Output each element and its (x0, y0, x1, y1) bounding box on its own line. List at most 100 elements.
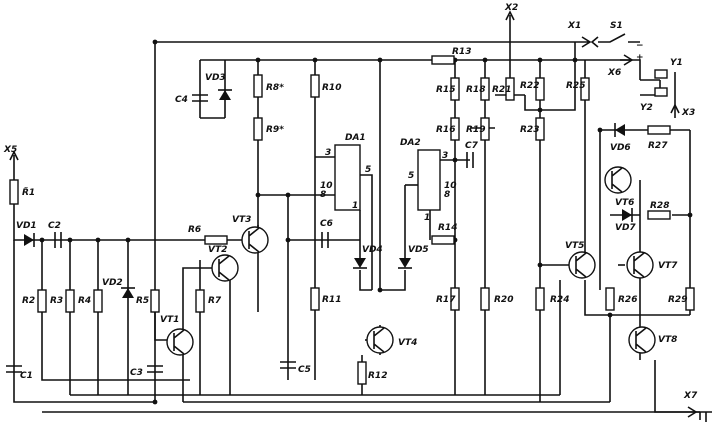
diode-vd3 (218, 89, 232, 100)
label-c1: C1 (20, 371, 33, 381)
label-r8: R8* (266, 83, 284, 93)
label-r6: R6 (188, 225, 201, 235)
resistor-r6 (204, 235, 228, 245)
label-vd6: VD6 (610, 143, 631, 153)
resistor-r5 (150, 289, 160, 313)
component-labels: X5 R̃1 VD1 C2 C1 R2 R3 R4 VD2 R5 VT1 C3 … (3, 3, 698, 401)
label-r5: R5 (136, 296, 149, 306)
resistor-r23 (535, 117, 545, 141)
label-s1: S1 (610, 21, 623, 31)
label-r14: R14 (438, 223, 457, 233)
resistor-r25 (580, 77, 590, 101)
label-r4: R4 (78, 296, 91, 306)
resistor-r3 (65, 289, 75, 313)
label-r15: R15 (436, 85, 455, 95)
label-r19: R19 (466, 125, 485, 135)
resistor-r24 (535, 287, 545, 311)
pin-da2-10: 10 (444, 181, 457, 191)
label-x2: X2 (504, 3, 518, 13)
resistor-r22 (535, 77, 545, 101)
label-da2: DA2 (400, 138, 421, 148)
capacitor-c2 (54, 232, 62, 248)
resistor-r7 (195, 289, 205, 313)
label-r12: R12 (368, 371, 387, 381)
label-x7: X7 (683, 391, 698, 401)
label-r28: R28 (650, 201, 669, 211)
resistor-r26 (605, 287, 615, 311)
resistor-r17 (450, 287, 460, 311)
transistor-vt4 (366, 326, 394, 354)
transistor-vt8 (628, 326, 656, 354)
pin-da2-1: 1 (424, 213, 430, 223)
connector-x7 (687, 406, 712, 422)
label-r21: R21 (492, 85, 511, 95)
pin-da1-10: 10 (320, 181, 333, 191)
transistor-vt6 (604, 166, 632, 194)
diodes (24, 89, 633, 298)
label-vt6: VT6 (615, 198, 634, 208)
pin-da2-5: 5 (408, 171, 414, 181)
connector-x3 (670, 103, 680, 118)
resistor-r28 (647, 210, 671, 220)
label-plus: + (636, 53, 644, 63)
capacitor-c7 (466, 152, 474, 168)
resistor-r4 (93, 289, 103, 313)
ic-da1 (334, 144, 361, 211)
connector-x2 (505, 10, 515, 25)
label-r16: R16 (436, 125, 455, 135)
label-c5: C5 (298, 365, 311, 375)
resistor-r19 (480, 117, 490, 141)
pin-da1-3: 3 (325, 148, 331, 158)
label-r23: R23 (520, 125, 539, 135)
label-vd1: VD1 (16, 221, 37, 231)
resistor-r16 (450, 117, 460, 141)
label-y1: Y1 (670, 58, 683, 68)
transistor-vt5 (568, 251, 596, 279)
connector-x6 (620, 54, 634, 66)
diode-vd5 (398, 258, 412, 269)
label-x6: X6 (607, 68, 621, 78)
label-c6: C6 (320, 219, 333, 229)
label-da1: DA1 (345, 133, 366, 143)
label-vt1: VT1 (160, 315, 179, 325)
label-vd7: VD7 (615, 223, 636, 233)
pin-da2-8: 8 (444, 190, 450, 200)
resistor-r27 (647, 125, 671, 135)
ic-da2 (417, 149, 441, 211)
integrated-circuits (334, 144, 441, 211)
connector-x5 (9, 150, 19, 165)
pin-da2-3: 3 (442, 151, 448, 161)
relay-y1 (654, 69, 668, 79)
label-r22: R22 (520, 81, 539, 91)
transistor-vt7 (626, 251, 654, 279)
capacitor-c1 (6, 365, 22, 373)
label-r9: R9* (266, 125, 284, 135)
transistor-vt3 (241, 226, 269, 254)
resistor-r15 (450, 77, 460, 101)
resistor-r2 (37, 289, 47, 313)
label-vt5: VT5 (565, 241, 584, 251)
capacitor-c3 (147, 365, 163, 373)
capacitor-c5 (280, 361, 296, 369)
label-x5: X5 (3, 145, 17, 155)
label-x3: X3 (681, 108, 695, 118)
label-r26: R26 (618, 295, 637, 305)
label-r11: R11 (322, 295, 341, 305)
resistor-r14 (431, 235, 455, 245)
resistor-r11 (310, 287, 320, 311)
capacitor-c4 (192, 94, 208, 102)
label-r25: R25 (566, 81, 585, 91)
resistor-r18 (480, 77, 490, 101)
capacitors (6, 94, 474, 373)
label-y2: Y2 (640, 103, 653, 113)
label-vd3: VD3 (205, 73, 226, 83)
label-r24: R24 (550, 295, 569, 305)
label-vt2: VT2 (208, 245, 227, 255)
label-c3: C3 (130, 368, 143, 378)
label-r3: R3 (50, 296, 63, 306)
label-r13: R13 (452, 47, 471, 57)
switch-s1 (598, 33, 640, 43)
label-c7: C7 (465, 141, 479, 151)
label-r17: R17 (436, 295, 456, 305)
resistors (9, 55, 695, 385)
